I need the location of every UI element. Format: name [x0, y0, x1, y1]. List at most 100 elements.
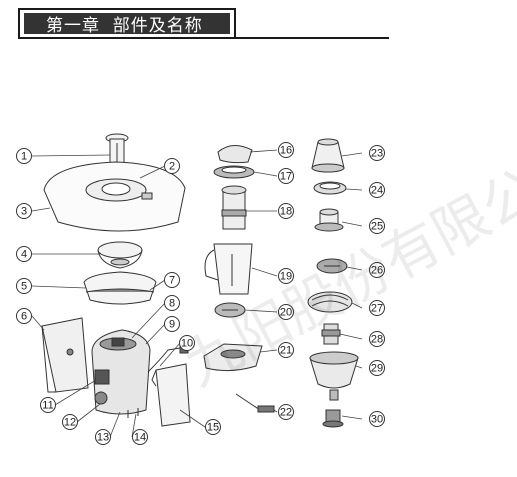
callout-18: 18 — [278, 203, 294, 219]
callout-29: 29 — [369, 360, 385, 376]
callout-number: 20 — [280, 307, 292, 319]
callout-2: 2 — [164, 158, 180, 174]
callout-circle — [62, 414, 78, 430]
callout-number: 10 — [181, 338, 193, 350]
part-chopper-bowl — [309, 351, 359, 401]
callout-number: 24 — [371, 185, 383, 197]
callout-number: 9 — [169, 319, 175, 331]
part-lid — [43, 161, 186, 232]
part-chopper-base — [322, 409, 344, 428]
callout-5: 5 — [16, 278, 32, 294]
callout-circle — [164, 272, 180, 288]
part-blender-jar — [204, 243, 253, 295]
callout-25: 25 — [369, 218, 385, 234]
callout-15: 15 — [205, 419, 221, 435]
callout-circle — [16, 246, 32, 262]
part-cleaning-brush — [235, 393, 275, 413]
leader-lines — [31, 149, 363, 438]
callout-number: 26 — [371, 265, 383, 277]
callout-22: 22 — [278, 404, 294, 420]
callout-circle — [16, 308, 32, 324]
callout-28: 28 — [369, 331, 385, 347]
callout-circle — [16, 278, 32, 294]
part-grinder-cup — [311, 138, 345, 173]
part-blade-base — [214, 302, 246, 318]
callout-11: 11 — [40, 397, 56, 413]
callout-circle — [369, 145, 385, 161]
callout-21: 21 — [278, 342, 294, 358]
callout-3: 3 — [16, 203, 32, 219]
part-sealing-ring — [313, 181, 347, 195]
callout-circle — [369, 411, 385, 427]
callout-number: 18 — [280, 206, 292, 218]
part-filter-basket — [97, 241, 143, 269]
callout-number: 22 — [280, 407, 292, 419]
callout-number: 11 — [42, 400, 53, 412]
part-blender-lid — [213, 145, 255, 179]
callout-1: 1 — [16, 148, 32, 164]
callout-number: 16 — [280, 145, 292, 157]
callout-19: 19 — [278, 268, 294, 284]
callout-number: 17 — [280, 171, 292, 183]
callout-circle — [16, 203, 32, 219]
callout-number: 3 — [21, 206, 27, 218]
callout-number: 29 — [371, 363, 383, 375]
callout-number: 21 — [280, 345, 292, 357]
header-rule — [236, 37, 389, 39]
callout-circle — [369, 218, 385, 234]
callout-number: 14 — [134, 432, 146, 444]
part-lid-cap — [307, 291, 353, 313]
callout-8: 8 — [164, 295, 180, 311]
callout-27: 27 — [369, 300, 385, 316]
part-pusher — [105, 133, 129, 168]
callout-circle — [95, 429, 111, 445]
callout-number: 8 — [169, 298, 175, 310]
part-base-plate — [203, 343, 263, 372]
callout-4: 4 — [16, 246, 32, 262]
callout-circle — [40, 397, 56, 413]
callout-number: 5 — [21, 281, 27, 293]
callout-number: 25 — [371, 221, 383, 233]
callout-26: 26 — [369, 262, 385, 278]
part-small-pusher — [321, 323, 341, 345]
callout-16: 16 — [278, 142, 294, 158]
callout-circle — [369, 262, 385, 278]
callout-number: 13 — [97, 432, 109, 444]
part-pulp-container — [41, 317, 89, 393]
callout-number: 19 — [280, 271, 292, 283]
callout-circle — [278, 268, 294, 284]
callout-circle — [369, 300, 385, 316]
callout-number: 4 — [21, 249, 27, 261]
callout-circle — [164, 158, 180, 174]
callout-circle — [278, 404, 294, 420]
callout-number: 28 — [371, 334, 383, 346]
callout-circle — [369, 331, 385, 347]
part-grinder-blade — [316, 258, 348, 274]
callout-24: 24 — [369, 182, 385, 198]
callout-30: 30 — [369, 411, 385, 427]
callout-circle — [278, 168, 294, 184]
callout-12: 12 — [62, 414, 78, 430]
callout-circle — [164, 295, 180, 311]
callout-circle — [179, 335, 195, 351]
part-small-cup — [314, 208, 344, 232]
callout-circle — [369, 182, 385, 198]
callout-number: 23 — [371, 148, 383, 160]
callout-13: 13 — [95, 429, 111, 445]
callout-23: 23 — [369, 145, 385, 161]
callout-number: 2 — [169, 161, 175, 173]
callout-circle — [132, 429, 148, 445]
callout-circle — [278, 342, 294, 358]
callout-circle — [205, 419, 221, 435]
part-measuring-cup — [221, 185, 247, 230]
callout-number: 15 — [207, 422, 219, 434]
chapter-header: 第一章 部件及名称 — [18, 8, 236, 39]
callout-circle — [16, 148, 32, 164]
part-pulp-bowl — [83, 271, 157, 305]
callout-number: 12 — [64, 417, 76, 429]
callout-circle — [369, 360, 385, 376]
chapter-header-fill: 第一章 部件及名称 — [24, 13, 230, 36]
callout-circle — [278, 142, 294, 158]
